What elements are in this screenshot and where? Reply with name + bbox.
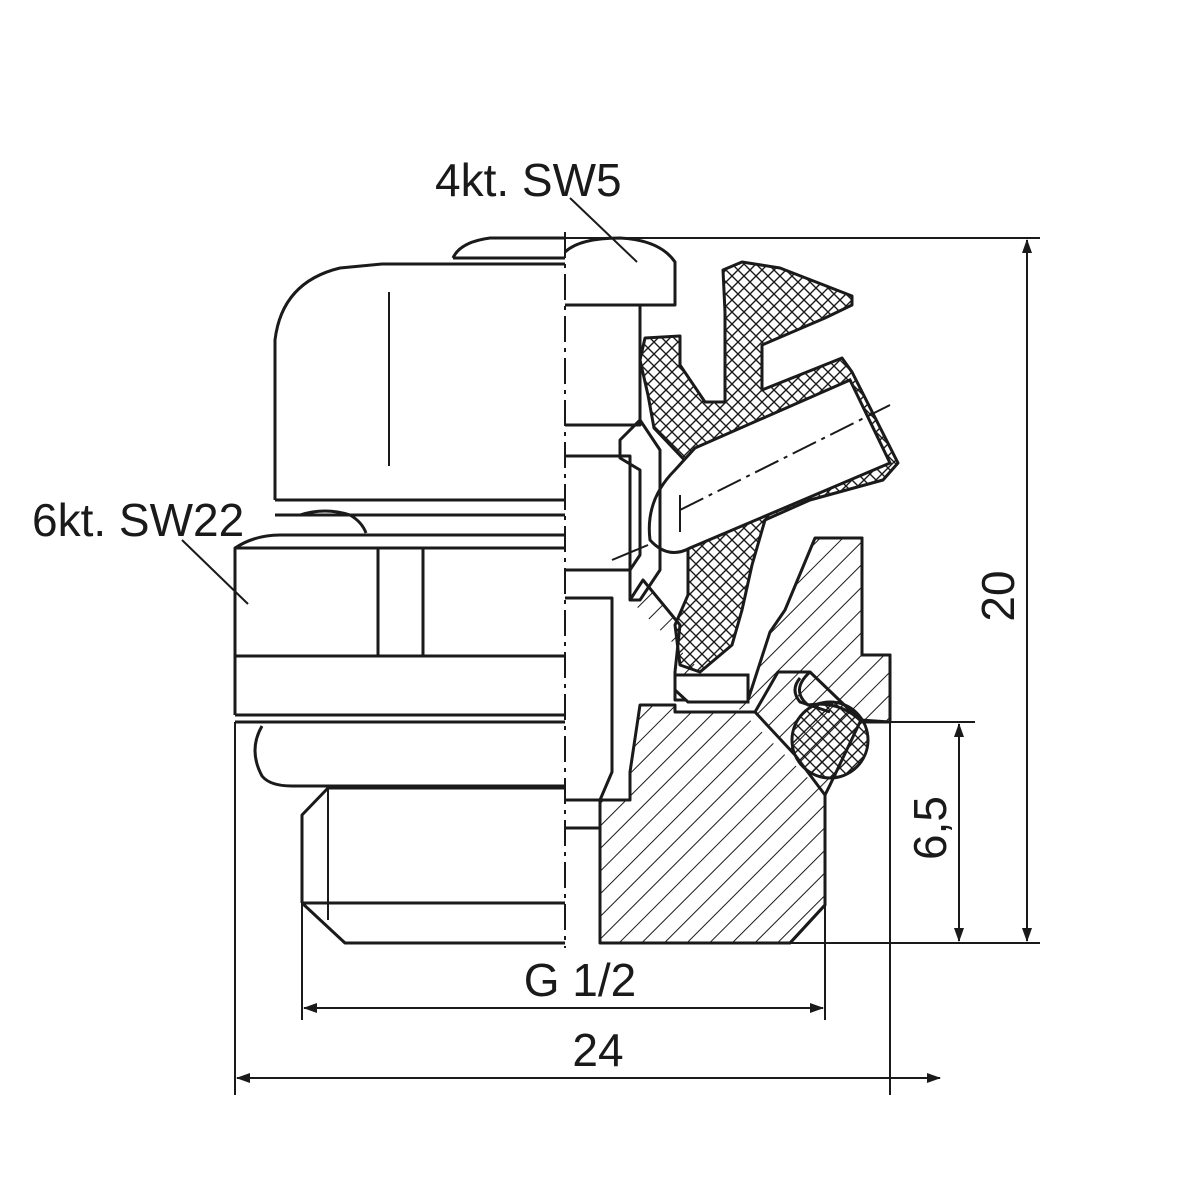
o-ring-section xyxy=(790,700,870,780)
section-view xyxy=(563,236,900,945)
thread-length-dimension: 6,5 xyxy=(904,796,956,860)
height-dimension: 20 xyxy=(972,570,1024,621)
exterior-view xyxy=(233,236,565,945)
thread-dimension: G 1/2 xyxy=(524,954,637,1006)
hex-nut-label: 6kt. SW22 xyxy=(32,494,244,546)
hex-socket-label: 4kt. SW5 xyxy=(435,154,622,206)
hex-nut-leader xyxy=(181,539,249,605)
width-dimension: 24 xyxy=(572,1024,623,1076)
hex-socket-leader xyxy=(569,197,638,263)
dimension-lines xyxy=(234,237,1040,1095)
